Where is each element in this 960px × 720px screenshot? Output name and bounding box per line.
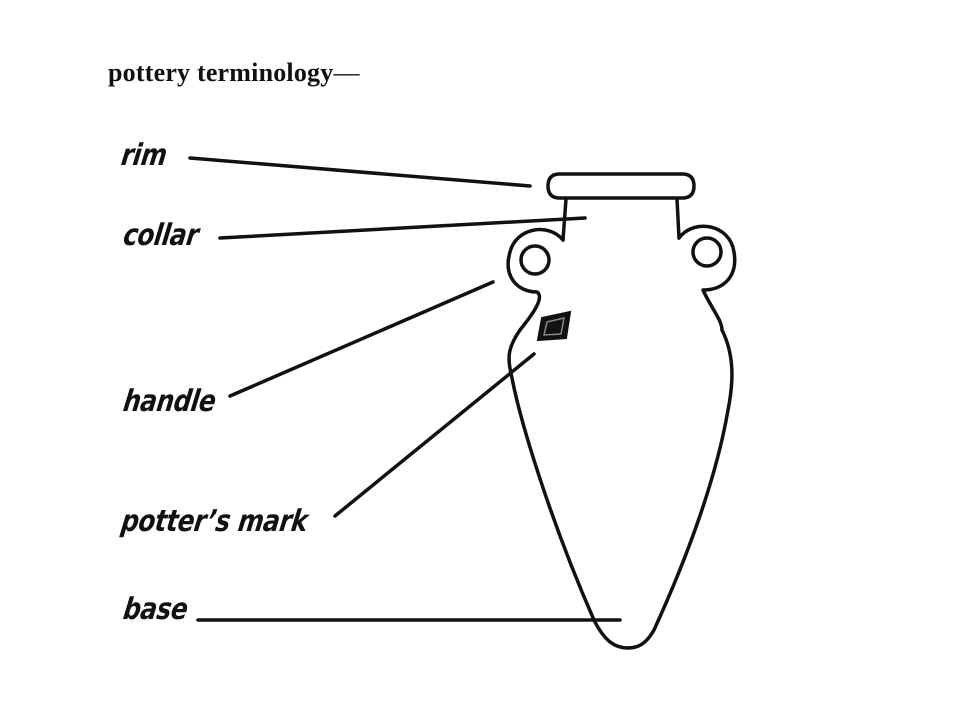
- amphora-collar-left: [561, 197, 568, 242]
- title-text: pottery terminology: [108, 58, 334, 87]
- amphora-rim: [546, 172, 696, 200]
- amphora-body-right: [626, 328, 734, 650]
- diagram-title: pottery terminology—: [108, 58, 360, 88]
- amphora-handle-right: [677, 224, 737, 332]
- potters-mark-stamp: [536, 310, 572, 342]
- amphora-collar-right: [675, 197, 681, 240]
- amphora-handle-left: [506, 227, 565, 332]
- leader-line-collar: [218, 216, 587, 240]
- leader-line-rim: [188, 156, 532, 188]
- amphora-handle-left-hole: [519, 244, 551, 276]
- amphora-handle-right-hole: [691, 236, 723, 268]
- leader-line-handle: [228, 280, 495, 398]
- leader-line-potters-mark: [333, 352, 536, 518]
- amphora-body-left: [507, 328, 630, 650]
- title-dash: —: [333, 58, 360, 87]
